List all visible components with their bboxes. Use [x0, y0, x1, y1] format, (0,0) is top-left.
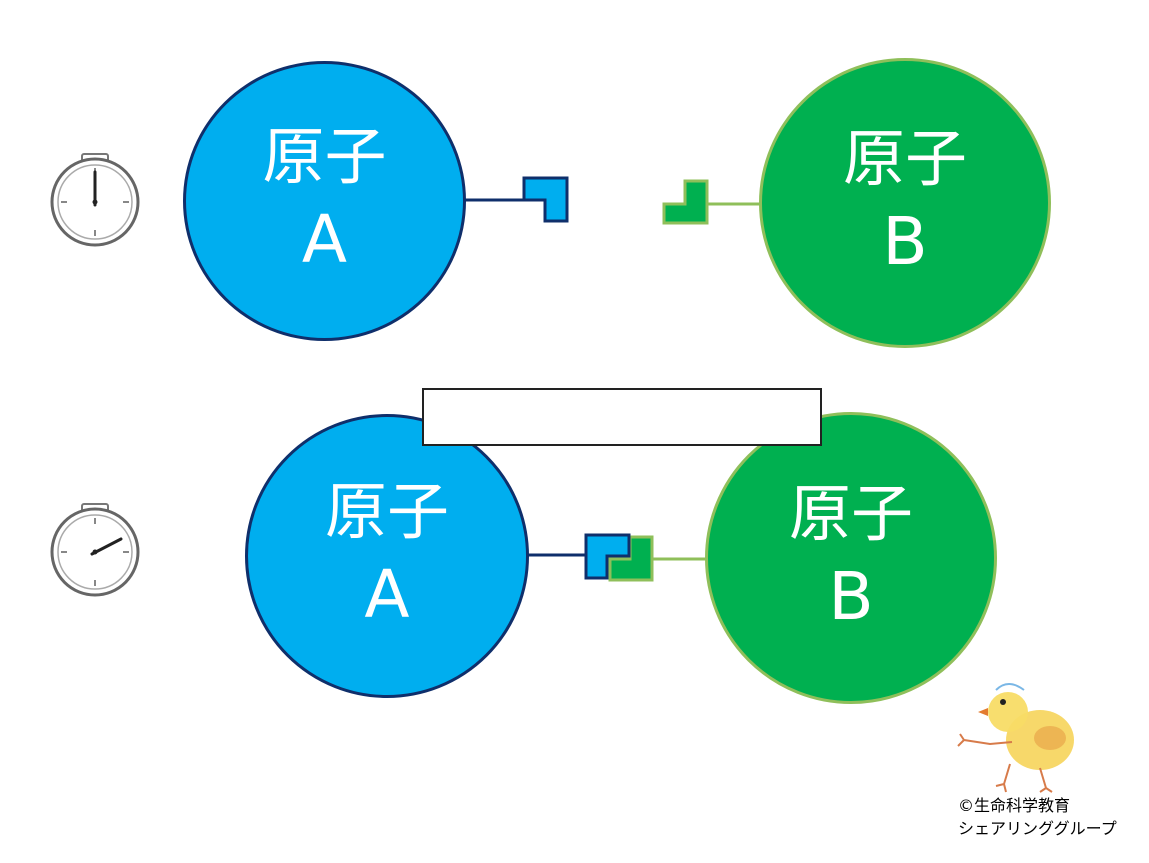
credit-line-1: ©生命科学教育	[958, 796, 1071, 815]
atom-a-bottom: 原子 A	[245, 414, 529, 698]
atom-label: 原子	[842, 122, 967, 196]
chick-icon	[957, 683, 1074, 793]
atom-a-top: 原子 A	[183, 61, 466, 341]
stopwatch-icon	[50, 153, 140, 247]
stopwatch-icon	[50, 503, 140, 597]
atom-b-bond-piece-bottom	[608, 535, 654, 582]
atom-label: 原子	[788, 477, 913, 551]
atom-a-bond-piece-bottom	[584, 533, 631, 580]
atom-b-top: 原子 B	[759, 58, 1051, 348]
atom-letter: B	[882, 202, 928, 280]
atom-label: 原子	[262, 120, 387, 194]
atom-a-bond-piece-top	[522, 176, 569, 223]
atom-letter: A	[364, 555, 410, 633]
atom-letter: B	[828, 557, 874, 635]
atom-letter: A	[301, 200, 348, 278]
atom-label: 原子	[324, 475, 449, 549]
copyright-credit: ©生命科学教育 シェアリンググループ	[958, 794, 1148, 840]
atom-b-bottom: 原子 B	[705, 412, 997, 704]
credit-line-2: シェアリンググループ	[958, 819, 1117, 838]
atom-b-bond-piece-top	[662, 179, 709, 225]
blank-answer-box	[422, 388, 822, 446]
